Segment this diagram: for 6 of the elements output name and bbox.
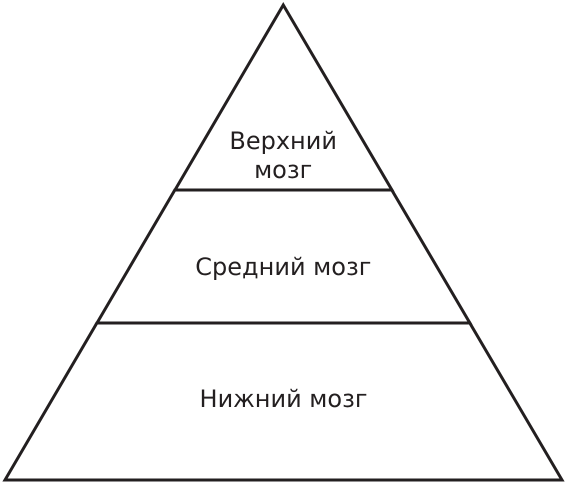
tier-label: Нижний мозг — [198, 385, 368, 414]
pyramid-tier — [5, 323, 562, 480]
tier-label: Верхний мозг — [228, 127, 338, 185]
tier-label: Средний мозг — [194, 253, 372, 282]
pyramid-tier — [174, 5, 392, 190]
pyramid-tier — [96, 190, 470, 323]
